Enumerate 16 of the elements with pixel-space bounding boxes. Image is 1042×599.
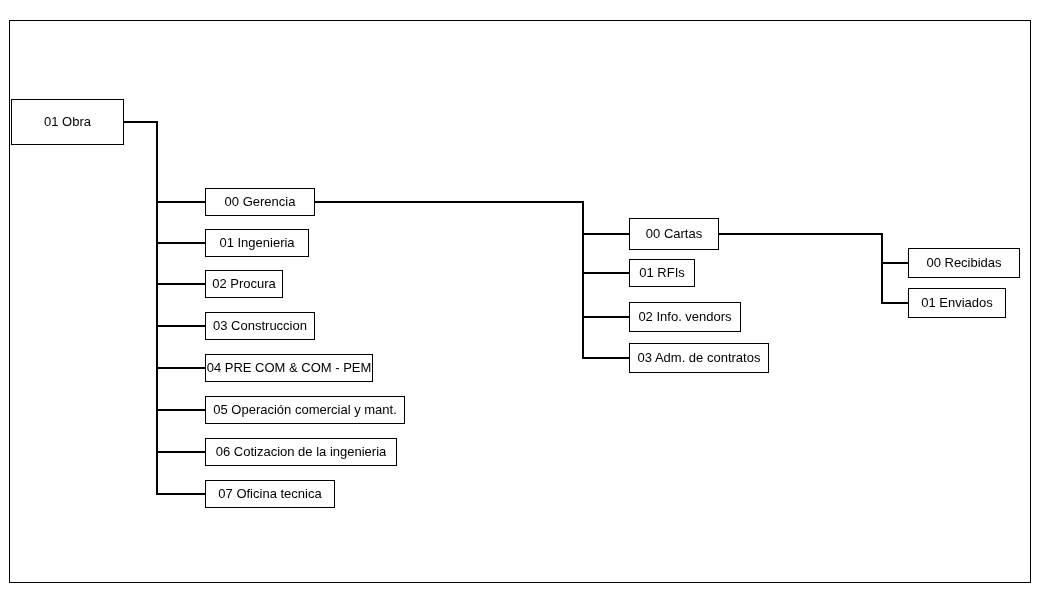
connector-line bbox=[718, 233, 909, 304]
folder-box: 01 Ingenieria bbox=[205, 229, 309, 257]
folder-box: 00 Gerencia bbox=[205, 188, 315, 216]
folder-box: 01 RFIs bbox=[629, 259, 695, 287]
folder-box: 05 Operación comercial y mant. bbox=[205, 396, 405, 424]
folder-box: 07 Oficina tecnica bbox=[205, 480, 335, 508]
folder-box: 00 Cartas bbox=[629, 218, 719, 250]
folder-box: 04 PRE COM & COM - PEM bbox=[205, 354, 373, 382]
folder-box: 00 Recibidas bbox=[908, 248, 1020, 278]
folder-box: 02 Info. vendors bbox=[629, 302, 741, 332]
folder-box: 03 Construccion bbox=[205, 312, 315, 340]
folder-box: 01 Obra bbox=[11, 99, 124, 145]
folder-box: 06 Cotizacion de la ingenieria bbox=[205, 438, 397, 466]
folder-box: 03 Adm. de contratos bbox=[629, 343, 769, 373]
folder-box: 01 Enviados bbox=[908, 288, 1006, 318]
folder-box: 02 Procura bbox=[205, 270, 283, 298]
